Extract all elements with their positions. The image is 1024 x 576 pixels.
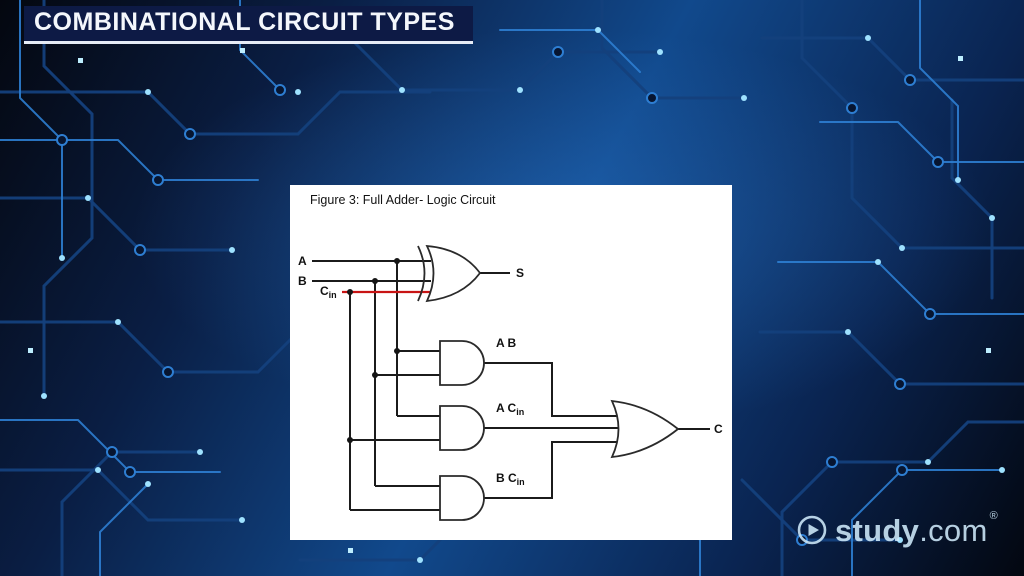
title-banner: COMBINATIONAL CIRCUIT TYPES (24, 6, 473, 44)
figure-caption: Figure 3: Full Adder- Logic Circuit (310, 193, 496, 207)
figure-panel: Figure 3: Full Adder- Logic Circuit (290, 185, 732, 540)
registered-mark: ® (989, 510, 998, 523)
studycom-logo: study.com® (796, 511, 998, 548)
junction-dots (347, 258, 400, 443)
and-ab-label: A B (496, 336, 517, 350)
input-a-label: A (298, 254, 307, 268)
and-gate-ab (439, 340, 485, 386)
acin-sub: in (516, 407, 524, 417)
bcin-main: B C (496, 471, 517, 485)
cin-sub: in (329, 290, 337, 300)
acin-main: A C (496, 401, 517, 415)
full-adder-logic-circuit: A B Cin S C A B A Cin B Cin (298, 244, 723, 521)
play-icon (797, 515, 827, 545)
slide-title: COMBINATIONAL CIRCUIT TYPES (34, 8, 455, 36)
bcin-sub: in (517, 477, 525, 487)
wires (312, 260, 710, 511)
brand-suffix: .com (919, 512, 988, 548)
or-gate-carry (610, 399, 680, 459)
carry-output-label: C (714, 422, 723, 436)
brand-bold: study (835, 512, 920, 548)
and-gate-acin (439, 405, 485, 451)
board-solder-pads (28, 27, 1005, 563)
and-gate-bcin (439, 475, 485, 521)
sum-output-label: S (516, 266, 524, 280)
input-b-label: B (298, 274, 307, 288)
and-acin-label: A Cin (496, 401, 524, 417)
xor-gate-sum (417, 244, 482, 303)
cin-main: C (320, 284, 329, 298)
brand-text: study.com® (835, 511, 998, 548)
and-bcin-label: B Cin (496, 471, 525, 487)
input-cin-label: Cin (320, 284, 337, 300)
